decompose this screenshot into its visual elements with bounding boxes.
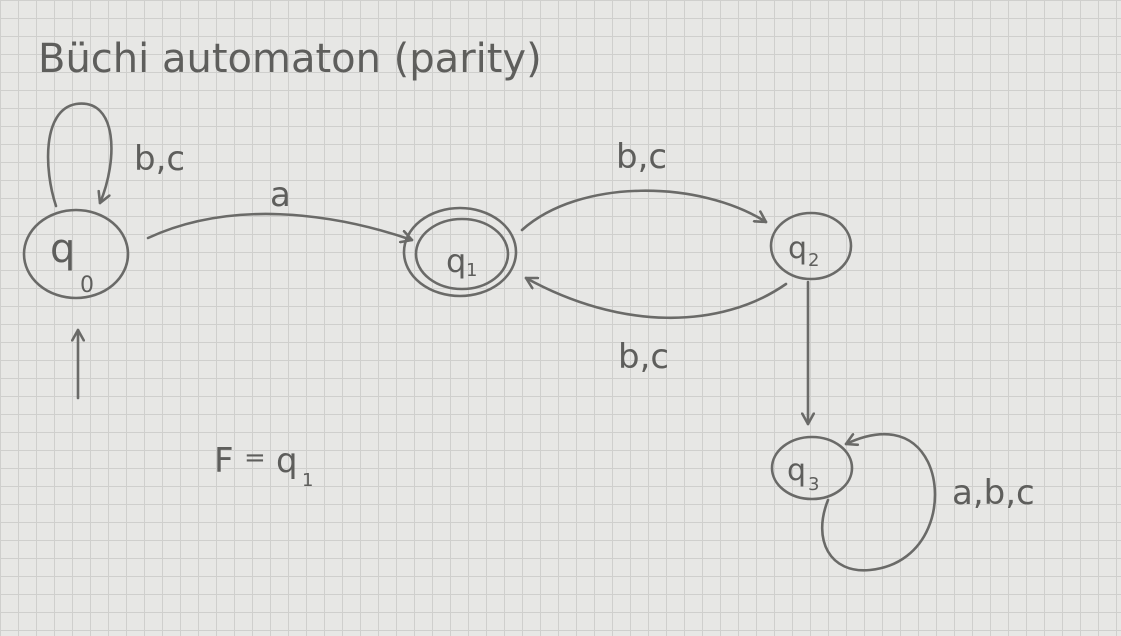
transition-arrow (146, 212, 414, 240)
state-inner-circle (414, 217, 510, 291)
state-circle (769, 211, 853, 281)
state-name: q (446, 242, 466, 280)
transition-q2-q1: b,c (524, 278, 788, 377)
state-outer-circle (402, 206, 518, 298)
state-q0: q 0 (22, 208, 130, 300)
final-set-symbol: F (214, 441, 234, 481)
state-name: q (788, 231, 807, 266)
transition-label: b,c (616, 137, 667, 177)
diagram-title: Büchi automaton (parity) (38, 36, 542, 82)
transition-q0-q0: b,c (46, 102, 185, 208)
transition-arrow (520, 189, 768, 232)
final-set-index: 1 (302, 470, 313, 491)
transition-label: b,c (134, 139, 185, 179)
state-q3: q 3 (770, 435, 854, 501)
state-circle (22, 208, 130, 300)
final-set-equals: = (244, 443, 266, 473)
state-name: q (787, 453, 806, 488)
state-q1: q 1 (402, 206, 518, 298)
transition-q3-q3: a,b,c (820, 432, 1035, 572)
state-index: 2 (808, 250, 819, 271)
state-index: 1 (466, 260, 477, 281)
state-q2: q 2 (769, 211, 853, 281)
state-index: 3 (808, 474, 819, 495)
transition-label: a (270, 175, 291, 215)
self-loop-arrow (46, 102, 113, 208)
transition-label: a,b,c (952, 473, 1035, 513)
self-loop-arrow (820, 432, 937, 572)
transition-q0-q1: a (146, 175, 414, 240)
transition-q1-q2: b,c (520, 137, 768, 232)
state-name: q (50, 226, 75, 272)
final-set-state: q (276, 441, 298, 481)
transition-label: b,c (618, 337, 669, 377)
state-circle (770, 435, 854, 501)
final-set-note: F = q 1 (214, 441, 313, 491)
transition-arrow (524, 278, 788, 320)
state-index: 0 (80, 273, 94, 298)
